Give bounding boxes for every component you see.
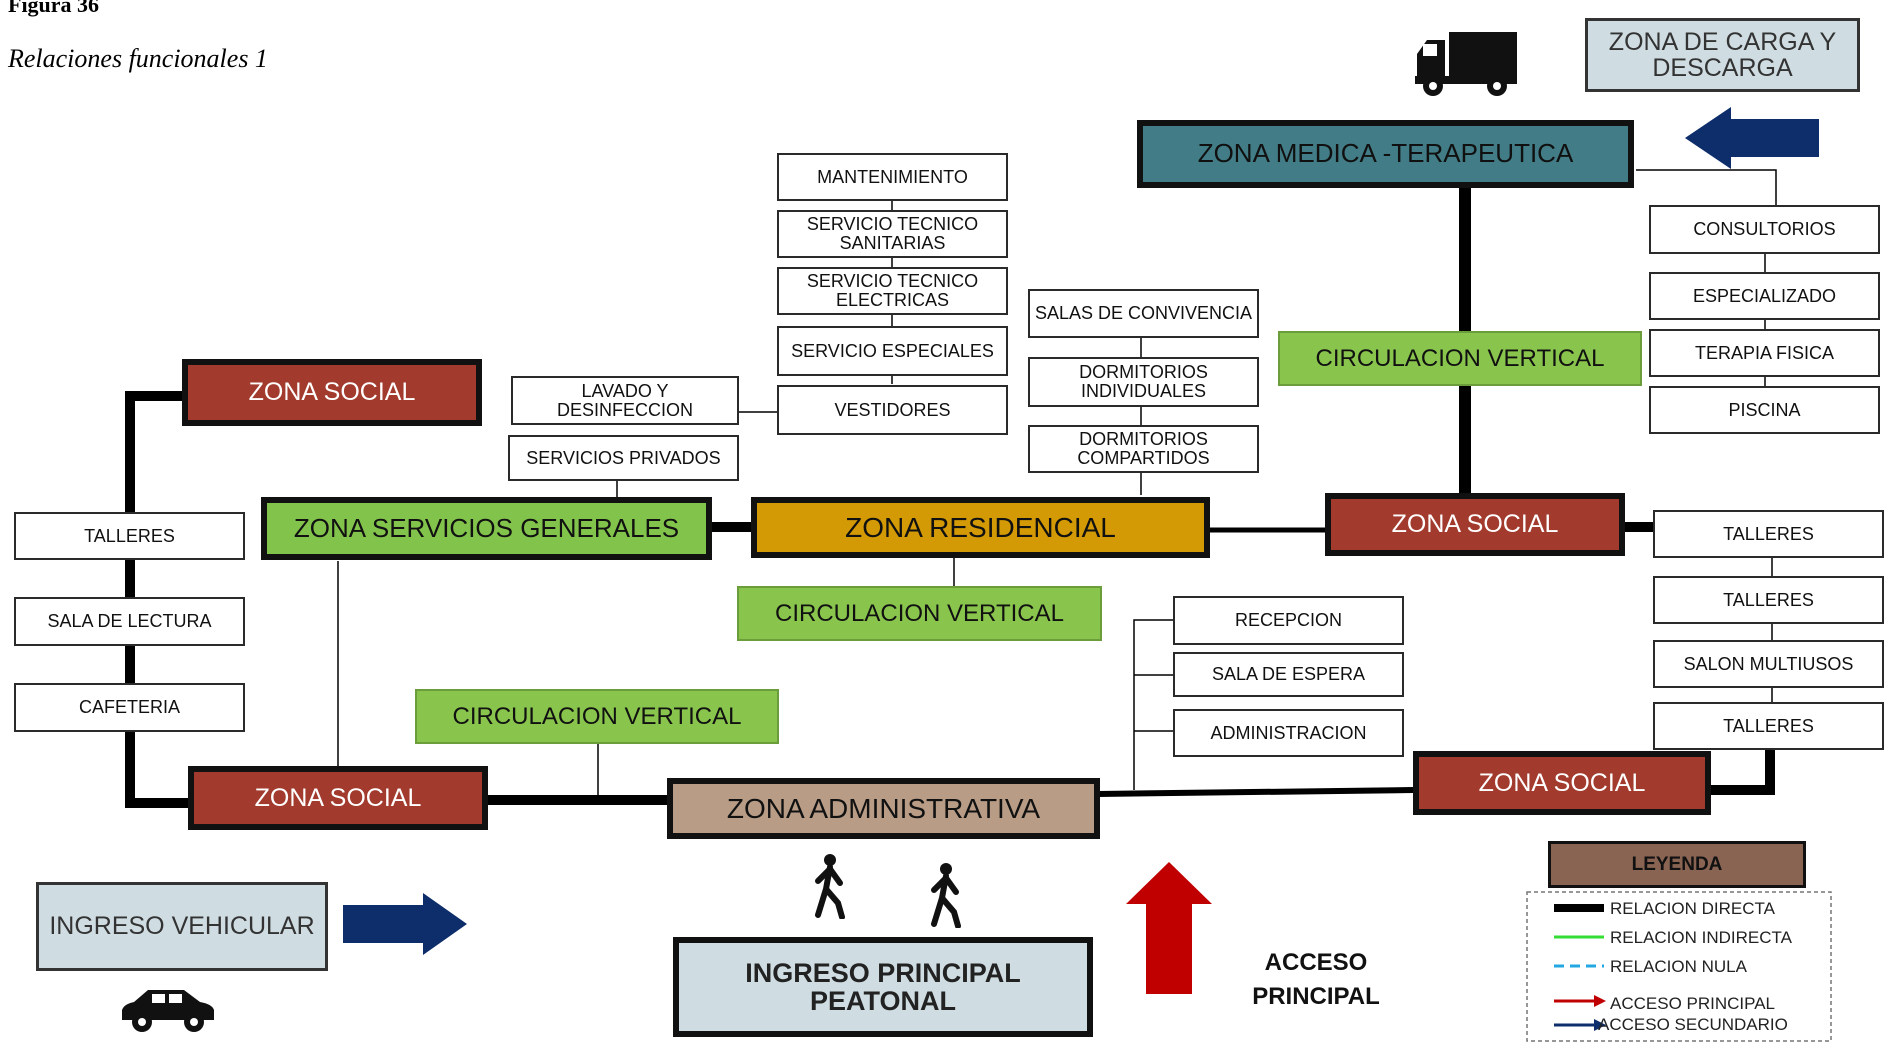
legend-title: LEYENDA: [1548, 841, 1806, 888]
box-talleres-right-3: TALLERES: [1653, 702, 1884, 750]
car-icon: [122, 990, 214, 1032]
box-terapia-fisica: TERAPIA FISICA: [1649, 329, 1880, 377]
figure-caption: Relaciones funcionales 1: [8, 44, 268, 73]
legend-item-relacion-indirecta: RELACION INDIRECTA: [1610, 928, 1792, 947]
box-dormitorios-compartidos: DORMITORIOS COMPARTIDOS: [1028, 425, 1259, 473]
box-mantenimiento: MANTENIMIENTO: [777, 153, 1008, 201]
box-servicio-tecnico-sanitarias: SERVICIO TECNICO SANITARIAS: [777, 210, 1008, 258]
zona-social-bottom-right: ZONA SOCIAL: [1413, 751, 1711, 815]
box-especializado: ESPECIALIZADO: [1649, 272, 1880, 320]
arrow-left-icon: [1685, 107, 1819, 169]
zona-residencial: ZONA RESIDENCIAL: [751, 497, 1210, 558]
line-social-talleres-right: [1710, 745, 1775, 795]
box-servicios-privados: SERVICIOS PRIVADOS: [508, 435, 739, 481]
box-sala-lectura: SALA DE LECTURA: [14, 597, 245, 646]
circulacion-vertical-top-right: CIRCULACION VERTICAL: [1278, 331, 1642, 386]
arrow-right-icon: [343, 893, 467, 955]
zona-administrativa: ZONA ADMINISTRATIVA: [667, 778, 1100, 839]
line-administrativa-social: [1097, 787, 1414, 797]
box-dormitorios-individuales: DORMITORIOS INDIVIDUALES: [1028, 357, 1259, 407]
zona-social-bottom-left: ZONA SOCIAL: [188, 766, 488, 830]
box-sala-espera: SALA DE ESPERA: [1173, 652, 1404, 697]
ingreso-vehicular: INGRESO VEHICULAR: [36, 882, 328, 971]
legend-item-acceso-principal: ACCESO PRINCIPAL: [1610, 994, 1776, 1013]
truck-icon: [1415, 32, 1517, 96]
box-piscina: PISCINA: [1649, 386, 1880, 434]
circulacion-vertical-middle: CIRCULACION VERTICAL: [737, 586, 1102, 641]
zona-social-left: ZONA SOCIAL: [182, 359, 482, 426]
box-salon-multiusos: SALON MULTIUSOS: [1653, 640, 1884, 688]
box-talleres-left: TALLERES: [14, 512, 245, 560]
box-servicio-especiales: SERVICIO ESPECIALES: [777, 326, 1008, 376]
zona-servicios-generales: ZONA SERVICIOS GENERALES: [261, 497, 712, 560]
zona-carga-descarga: ZONA DE CARGA Y DESCARGA: [1585, 18, 1860, 92]
arrow-up-icon: [1126, 862, 1212, 994]
box-administracion: ADMINISTRACION: [1173, 709, 1404, 757]
box-talleres-right-2: TALLERES: [1653, 576, 1884, 624]
box-salas-convivencia: SALAS DE CONVIVENCIA: [1028, 289, 1259, 338]
ingreso-principal-peatonal: INGRESO PRINCIPAL PEATONAL: [673, 937, 1093, 1037]
zona-social-right: ZONA SOCIAL: [1325, 493, 1625, 556]
figure-number: Figura 36: [8, 0, 100, 17]
legend-item-relacion-directa: RELACION DIRECTA: [1610, 899, 1775, 918]
box-talleres-right-1: TALLERES: [1653, 510, 1884, 558]
legend-item-relacion-nula: RELACION NULA: [1610, 957, 1747, 976]
line-medica-consultorios: [1636, 169, 1777, 220]
pedestrian-icon: [931, 863, 961, 928]
legend-item-acceso-secundario: ACCESO SECUNDARIO: [1598, 1015, 1788, 1034]
box-cafeteria: CAFETERIA: [14, 683, 245, 732]
pedestrian-icon: [815, 854, 845, 919]
box-vestidores: VESTIDORES: [777, 385, 1008, 435]
box-recepcion: RECEPCION: [1173, 596, 1404, 645]
acceso-principal-label: ACCESO PRINCIPAL: [1252, 949, 1380, 1010]
box-servicio-tecnico-electricas: SERVICIO TECNICO ELECTRICAS: [777, 267, 1008, 315]
circulacion-vertical-bottom: CIRCULACION VERTICAL: [415, 689, 779, 744]
box-consultorios: CONSULTORIOS: [1649, 205, 1880, 254]
legend-border: [1526, 891, 1832, 1042]
zona-medica-terapeutica: ZONA MEDICA -TERAPEUTICA: [1137, 120, 1634, 188]
box-lavado-desinfeccion: LAVADO Y DESINFECCION: [511, 376, 739, 425]
